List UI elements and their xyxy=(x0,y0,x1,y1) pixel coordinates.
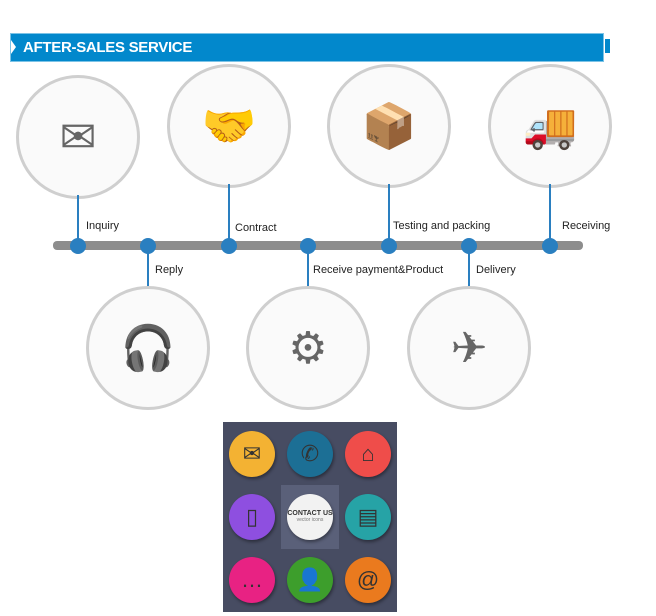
step-label-delivery: Delivery xyxy=(476,264,516,276)
timeline-dot xyxy=(70,238,86,254)
person-icon: 👤 xyxy=(287,557,333,604)
timeline-dot xyxy=(221,238,237,254)
mail-icon: ✉ xyxy=(229,430,275,477)
money-gears-icon: ⚙ xyxy=(246,286,370,410)
step-label-inquiry: Inquiry xyxy=(86,220,120,232)
stem xyxy=(228,184,230,240)
mobile-icon: ▯ xyxy=(229,493,275,540)
stem xyxy=(147,250,149,287)
contact-title: CONTACT US xyxy=(287,510,333,518)
timeline-dot xyxy=(300,238,316,254)
step-label-payment: Receive payment&Product xyxy=(313,264,444,276)
step-label-testing: Testing and packing xyxy=(393,220,491,232)
at-sign-icon: @ xyxy=(345,557,391,604)
stem xyxy=(468,250,470,287)
stem xyxy=(77,195,79,240)
step-label-receiving: Receiving xyxy=(562,220,611,232)
airplane-ship-icon: ✈ xyxy=(407,286,531,410)
timeline-dot xyxy=(140,238,156,254)
home-icon: ⌂ xyxy=(345,430,391,477)
timeline-dot xyxy=(461,238,477,254)
stem xyxy=(388,184,390,240)
call-center-icon: 🎧 xyxy=(86,286,210,410)
timeline-dot xyxy=(542,238,558,254)
section-title: AFTER-SALES SERVICE xyxy=(23,39,193,56)
contact-subtitle: vector icons xyxy=(296,517,324,524)
chat-bubble-icon: … xyxy=(229,557,275,604)
section-header: AFTER-SALES SERVICE xyxy=(10,33,604,62)
step-label-reply: Reply xyxy=(155,264,184,276)
envelope-icon: ✉ xyxy=(16,75,140,199)
packing-icon: 📦 xyxy=(327,64,451,188)
step-label-contract: Contract xyxy=(235,222,277,234)
timeline-dot xyxy=(381,238,397,254)
header-tab xyxy=(605,39,610,53)
stem xyxy=(307,250,309,287)
id-card-icon: ▤ xyxy=(345,493,391,540)
handshake-icon: 🤝 xyxy=(167,64,291,188)
container-icon: 🚚 xyxy=(488,64,612,188)
phone-icon: ✆ xyxy=(287,430,333,477)
stem xyxy=(549,184,551,240)
timeline xyxy=(53,241,583,250)
